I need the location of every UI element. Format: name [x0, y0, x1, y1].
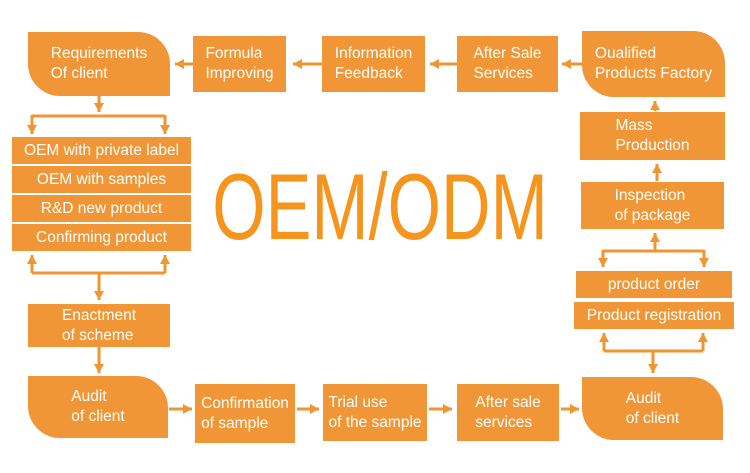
node-label: Requirements Of client	[51, 44, 148, 84]
node-label: Mass Production	[615, 116, 689, 156]
node-audit-of-client-left: Audit of client	[28, 376, 168, 438]
node-product-registration: Product registration	[574, 302, 734, 329]
node-audit-of-client-right: Audit of client	[582, 377, 723, 440]
node-information-feedback: Information Feedback	[322, 36, 425, 92]
node-after-sale-services-top: After Sale Services	[457, 36, 558, 92]
node-label: Audit of client	[626, 389, 679, 429]
node-confirming-product: Confirming product	[12, 224, 191, 251]
label-line: Enactment	[61, 306, 137, 324]
label-line: Products Factory	[594, 65, 713, 82]
label-line: Mass	[615, 117, 653, 134]
label-line: Feedback	[334, 65, 403, 82]
node-rd-new-product: R&D new product	[12, 195, 191, 222]
node-confirmation-of-sample: Confirmation of sample	[195, 384, 295, 443]
node-label: Information Feedback	[335, 44, 413, 84]
label-line: services	[475, 413, 533, 431]
label-line: Formula	[205, 45, 263, 62]
label-line: of package	[614, 206, 691, 224]
label-line: Production	[615, 137, 690, 154]
node-label: After Sale Services	[473, 44, 541, 84]
node-label: Inspection of package	[615, 186, 691, 226]
label-line: Confirmation	[201, 394, 289, 412]
label-line: Of client	[50, 65, 108, 82]
label-line: After Sale	[473, 45, 542, 62]
node-product-order: product order	[576, 271, 732, 298]
label-line: Audit	[625, 389, 662, 407]
label-line: Services	[473, 65, 533, 82]
node-label: Audit of client	[71, 387, 124, 427]
node-oualified-products-factory: Oualified Products Factory	[582, 31, 725, 97]
node-label: Oualified Products Factory	[595, 44, 712, 84]
label-line: of sample	[201, 414, 269, 432]
label-line: Improving	[205, 65, 274, 82]
node-inspection-of-package: Inspection of package	[581, 182, 724, 229]
diagram-title: OEM/ODM	[212, 154, 548, 259]
label-line: After sale	[475, 393, 541, 411]
node-label: Trial use of the sample	[328, 393, 421, 433]
node-requirements-of-client: Requirements Of client	[28, 32, 170, 96]
label-line: Oualified	[594, 45, 657, 62]
node-formula-improving: Formula Improving	[193, 36, 286, 92]
node-oem-with-private-label: OEM with private label	[12, 137, 191, 164]
node-trial-use-of-the-sample: Trial use of the sample	[323, 384, 427, 441]
node-enactment-of-scheme: Enactment of scheme	[28, 304, 170, 347]
node-label: Formula Improving	[205, 44, 273, 84]
label-line: of client	[625, 409, 680, 427]
node-mass-production: Mass Production	[580, 112, 725, 160]
label-line: Trial use	[328, 393, 388, 411]
label-line: Information	[334, 45, 413, 62]
label-line: of client	[71, 408, 125, 425]
label-line: Inspection	[614, 186, 686, 204]
label-line: of the sample	[328, 413, 422, 431]
node-label: Confirmation of sample	[201, 394, 289, 434]
node-label: Enactment of scheme	[62, 306, 136, 346]
label-line: Audit	[71, 388, 107, 405]
label-line: of scheme	[61, 326, 134, 344]
label-line: Requirements	[50, 45, 148, 62]
node-after-sale-services-bottom: After sale services	[457, 384, 559, 441]
node-label: After sale services	[475, 393, 540, 433]
node-oem-with-samples: OEM with samples	[12, 166, 191, 193]
